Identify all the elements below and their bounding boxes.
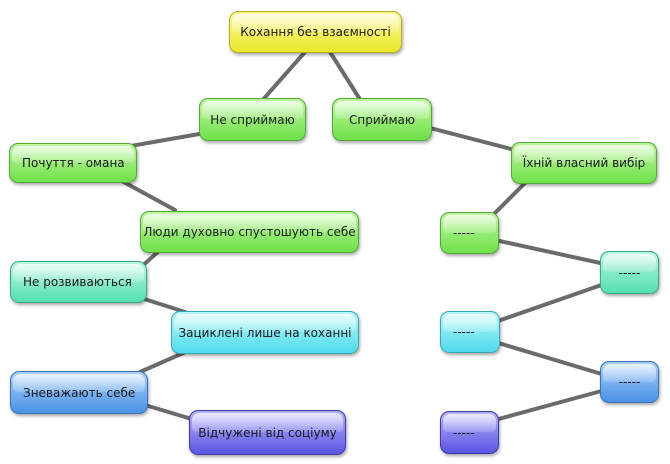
- node-label: -----: [453, 325, 475, 339]
- node-label: Люди духовно спустошують себе: [143, 225, 356, 239]
- link-p3-p4: [493, 340, 607, 377]
- node-placeholder-4[interactable]: -----: [600, 361, 659, 403]
- node-znevazhaiut[interactable]: Зневажають себе: [10, 371, 148, 414]
- node-placeholder-3[interactable]: -----: [440, 311, 500, 353]
- node-label: Їхній власний вибір: [522, 156, 646, 170]
- node-zatsykleni[interactable]: Зациклені лише на коханні: [171, 311, 359, 354]
- node-label: Відчужені від соціуму: [198, 425, 337, 440]
- node-label: Сприймаю: [349, 112, 415, 127]
- node-label: -----: [618, 265, 641, 280]
- link-feeling-people: [118, 178, 177, 212]
- node-label: -----: [618, 375, 641, 389]
- node-placeholder-2[interactable]: -----: [600, 251, 659, 294]
- root-label: Кохання без взаємності: [240, 25, 391, 39]
- link-p2-p3: [493, 280, 612, 324]
- link-right-choice: [428, 126, 517, 152]
- node-placeholder-1[interactable]: -----: [440, 212, 499, 254]
- node-vidchuzheni[interactable]: Відчужені від соціуму: [189, 410, 346, 455]
- node-label: -----: [453, 425, 475, 440]
- link-left-feeling: [123, 131, 207, 149]
- node-pochuttia-omana[interactable]: Почуття - омана: [9, 143, 137, 183]
- node-label: -----: [453, 226, 475, 240]
- link-despise-alienated: [143, 403, 197, 422]
- root-node[interactable]: Кохання без взаємності: [229, 11, 402, 53]
- node-label: Не розвиваються: [23, 275, 132, 289]
- node-label: Зациклені лише на коханні: [178, 325, 352, 340]
- node-placeholder-5[interactable]: -----: [440, 411, 499, 454]
- node-label: Почуття - омана: [22, 156, 125, 170]
- link-p1-p2: [493, 238, 607, 266]
- node-label: Не сприймаю: [210, 112, 295, 127]
- node-liudy-spustoshuiut[interactable]: Люди духовно спустошують себе: [140, 211, 359, 253]
- node-ne-spryimaiu[interactable]: Не сприймаю: [199, 98, 306, 141]
- node-vlasnyi-vybir[interactable]: Їхній власний вибір: [511, 142, 657, 184]
- link-choice-p1: [488, 181, 527, 220]
- node-ne-rozvyvaiutsia[interactable]: Не розвиваються: [10, 261, 147, 303]
- link-p4-p5: [493, 388, 607, 422]
- node-spryimaiu[interactable]: Сприймаю: [332, 98, 432, 141]
- node-label: Зневажають себе: [23, 385, 136, 400]
